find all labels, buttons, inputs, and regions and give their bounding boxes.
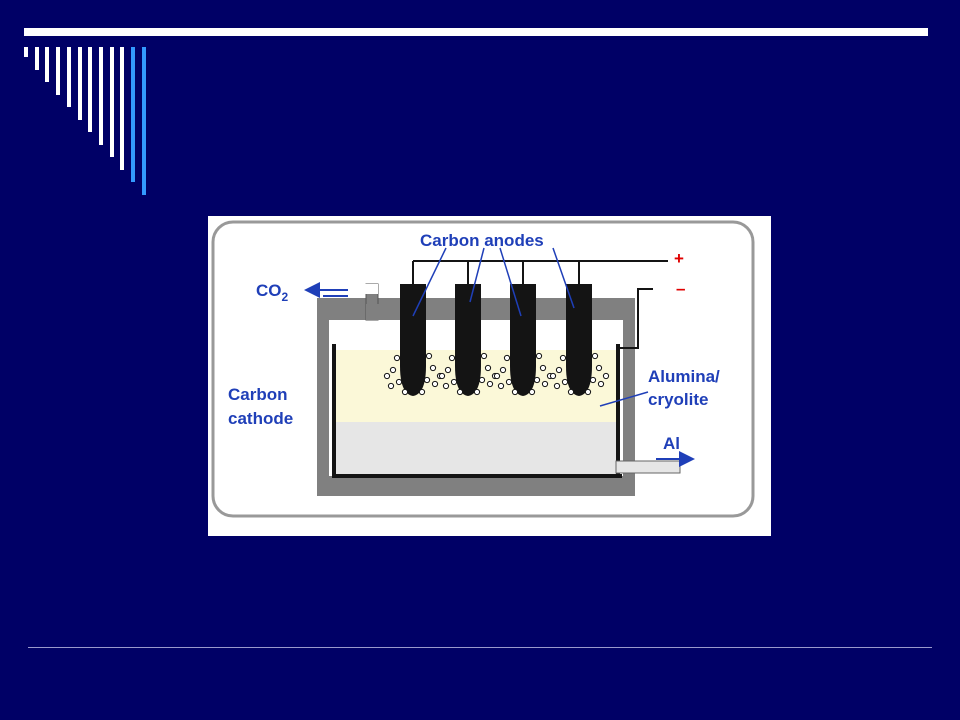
cathode-lining-right: [616, 344, 620, 478]
anode-pointer-1: [412, 247, 447, 317]
gas-bubble: [559, 354, 567, 362]
cathode-lining-bottom: [332, 474, 622, 478]
gas-bubble: [528, 388, 536, 396]
gas-bubble: [567, 388, 575, 396]
negative-terminal: –: [676, 279, 685, 298]
gas-bubble: [602, 372, 610, 380]
decorative-bar: [34, 47, 39, 70]
gas-bubble: [589, 376, 597, 384]
electrolysis-diagram: Carbon anodes CO2 Carbon cathode Alumina…: [208, 216, 771, 536]
carbon-anode-4: [566, 284, 592, 396]
gas-bubble: [473, 388, 481, 396]
decorative-bar: [45, 47, 50, 82]
decorative-bar: [24, 47, 28, 57]
gas-bubble: [431, 380, 439, 388]
gas-bubble: [395, 378, 403, 386]
decorative-bar: [66, 47, 71, 107]
gas-bubble: [535, 352, 543, 360]
gas-bubble: [541, 380, 549, 388]
gas-bubble: [497, 382, 505, 390]
gas-bubble: [555, 366, 563, 374]
exhaust-duct-opening: [329, 284, 378, 294]
gas-bubble: [444, 366, 452, 374]
gas-bubble: [393, 354, 401, 362]
decorative-bar: [88, 47, 93, 132]
gas-bubble: [493, 372, 501, 380]
decorative-bar: [56, 47, 61, 95]
gas-bubble: [450, 378, 458, 386]
gas-bubble: [597, 380, 605, 388]
co2-label-subscript: 2: [282, 290, 289, 304]
gas-bubble: [480, 352, 488, 360]
decorative-bar: [77, 47, 82, 120]
gas-bubble: [442, 382, 450, 390]
co2-label: CO2: [256, 281, 289, 304]
gas-bubble: [561, 378, 569, 386]
molten-aluminium-layer: [336, 422, 616, 474]
carbon-anode-1: [400, 284, 426, 396]
gas-bubble: [389, 366, 397, 374]
decorative-bar: [141, 47, 146, 195]
electrolyte-pointer: [599, 391, 649, 407]
positive-terminal: +: [674, 249, 684, 268]
anodes-label: Carbon anodes: [420, 231, 544, 250]
gas-bubble: [486, 380, 494, 388]
gas-bubble: [539, 364, 547, 372]
cathode-lining-left: [332, 344, 336, 478]
gas-bubble: [505, 378, 513, 386]
gas-bubble: [423, 376, 431, 384]
gas-bubble: [456, 388, 464, 396]
cathode-label-line2: cathode: [228, 409, 293, 428]
gas-bubble: [503, 354, 511, 362]
gas-bubble: [383, 372, 391, 380]
gas-bubble: [418, 388, 426, 396]
gas-bubble: [533, 376, 541, 384]
gas-bubble: [484, 364, 492, 372]
gas-bubble: [553, 382, 561, 390]
electrolyte-label-line2: cryolite: [648, 390, 708, 409]
decorative-bar: [131, 47, 135, 182]
electrolyte-label-line1: Alumina/: [648, 367, 720, 386]
bottom-rule: [28, 647, 932, 648]
carbon-anode-3: [510, 284, 536, 396]
aluminium-label: Al: [663, 434, 680, 453]
decorative-bar: [120, 47, 125, 170]
anode-pointer-3: [499, 247, 522, 317]
gas-bubble: [429, 364, 437, 372]
cathode-label-line1: Carbon: [228, 385, 288, 404]
decorative-bar: [109, 47, 114, 157]
aluminium-tap: [615, 460, 681, 474]
negative-lead: [620, 288, 653, 349]
gas-bubble: [549, 372, 557, 380]
gas-bubble: [584, 388, 592, 396]
decorative-bar: [98, 47, 103, 145]
carbon-anode-2: [455, 284, 481, 396]
gas-bubble: [387, 382, 395, 390]
gas-bubble: [448, 354, 456, 362]
gas-bubble: [401, 388, 409, 396]
gas-bubble: [511, 388, 519, 396]
diagram-svg: Carbon anodes CO2 Carbon cathode Alumina…: [211, 220, 755, 518]
gas-bubble: [425, 352, 433, 360]
gas-bubble: [595, 364, 603, 372]
co2-label-main: CO: [256, 281, 282, 300]
anode-pointer-4: [552, 247, 575, 309]
gas-bubble: [438, 372, 446, 380]
gas-bubble: [591, 352, 599, 360]
gas-bubble: [478, 376, 486, 384]
anode-pointer-2: [469, 247, 485, 303]
gas-bubble: [499, 366, 507, 374]
top-rule: [24, 28, 928, 36]
gas-bubbles: [383, 352, 610, 396]
